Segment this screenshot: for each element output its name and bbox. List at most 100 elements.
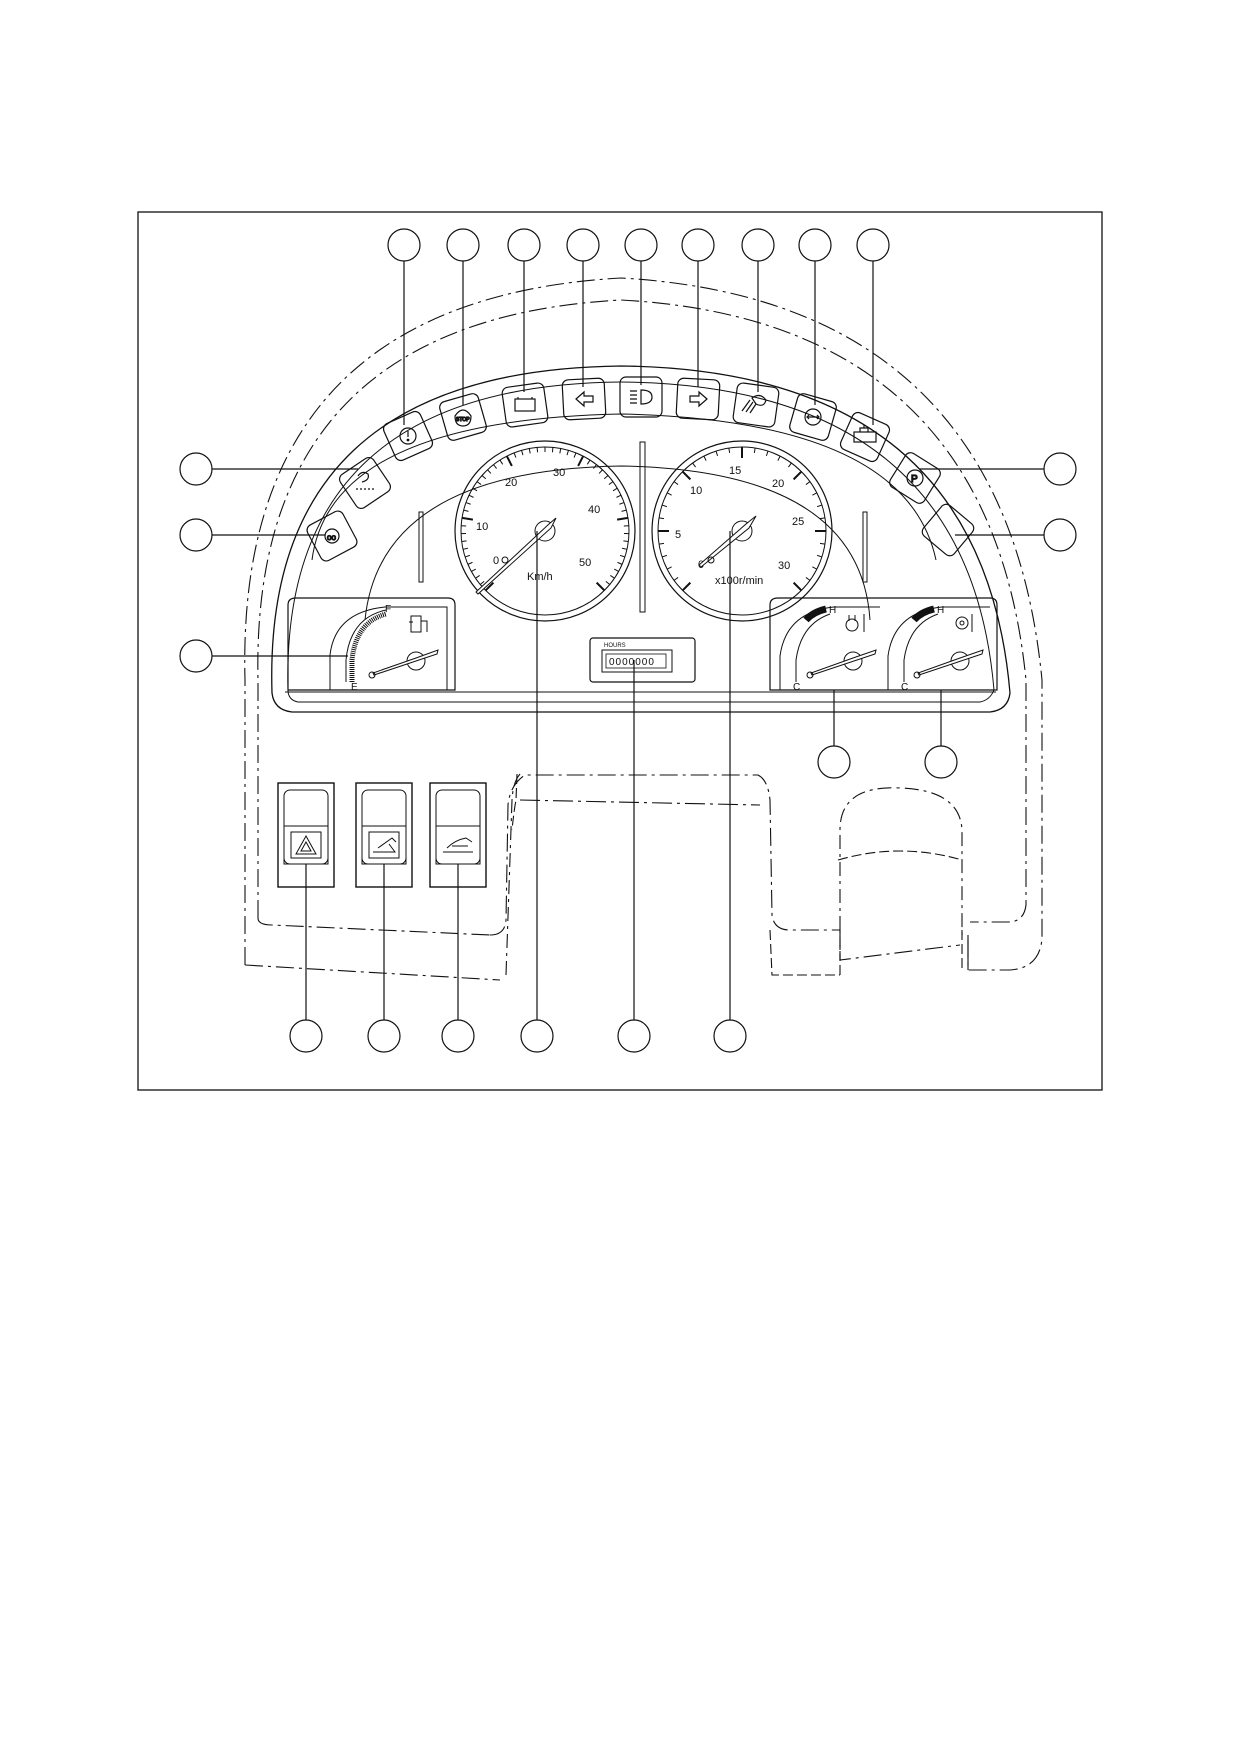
tick <box>499 459 504 465</box>
dividers <box>418 441 868 613</box>
tick <box>715 450 719 457</box>
parking-brake-lamp: P <box>889 452 941 504</box>
tick <box>619 554 626 558</box>
tick <box>681 581 692 592</box>
tick <box>616 494 622 498</box>
warning-icon <box>399 427 417 445</box>
fuel-full-mark: F <box>385 604 391 615</box>
tick <box>484 581 495 592</box>
tick <box>472 487 478 492</box>
front-work-lamp-icon <box>368 831 400 859</box>
speedo-needle <box>475 517 557 595</box>
tick <box>666 492 672 496</box>
tick <box>528 448 531 454</box>
tick <box>681 470 692 481</box>
tick <box>481 475 487 480</box>
tick <box>692 462 696 468</box>
tacho-needle <box>698 515 757 568</box>
coolant-cold-mark: C <box>793 682 800 693</box>
tick <box>479 580 485 585</box>
tick <box>788 462 792 468</box>
tacho-label-30: 30 <box>778 560 790 572</box>
tick <box>792 470 803 481</box>
tick <box>805 577 811 581</box>
tick <box>467 561 473 565</box>
tick <box>812 492 818 496</box>
tick <box>621 547 628 550</box>
blank-lamp-tile <box>921 503 975 557</box>
tick <box>612 487 618 492</box>
high-beam-icon <box>630 389 653 405</box>
svg-text:oo: oo <box>327 533 336 542</box>
tick <box>666 566 672 570</box>
tick <box>521 450 524 456</box>
coolant-gauge: H C <box>769 597 998 693</box>
lamp-warning <box>382 410 434 462</box>
tachometer: 0 5 10 15 20 25 30 x100r/min <box>651 440 833 622</box>
coolant-hot-mark: H <box>829 605 836 616</box>
lamp-battery <box>501 382 549 428</box>
preheat-icon: oo <box>324 528 340 544</box>
transmission-oil-icon <box>955 614 973 632</box>
tick <box>605 580 611 585</box>
tick <box>493 464 497 469</box>
tachometer-ticks <box>658 447 826 592</box>
tick <box>753 447 756 454</box>
tacho-label-5: 5 <box>675 529 681 541</box>
tick <box>819 542 826 545</box>
rear-work-lamp-icon <box>443 837 473 853</box>
lamp-engine-stop: STOP <box>439 393 487 441</box>
tick <box>586 459 591 465</box>
engine-check-icon <box>853 425 877 443</box>
battery-icon <box>514 397 536 412</box>
warning-lamps: oo STOP P <box>306 376 975 562</box>
svg-text:STOP: STOP <box>456 417 470 423</box>
tick <box>658 517 665 520</box>
tick <box>613 568 619 572</box>
tick <box>573 452 577 458</box>
tick <box>816 554 823 558</box>
callouts <box>179 228 1077 1053</box>
tick <box>577 455 585 467</box>
tick <box>513 452 517 458</box>
lamp-brake-fault <box>789 393 837 441</box>
tick <box>461 516 474 521</box>
tick <box>816 504 823 508</box>
speedo-label-40: 40 <box>588 504 600 516</box>
tick <box>673 481 679 485</box>
tick <box>765 450 769 457</box>
speedo-label-0: 0 <box>493 555 499 567</box>
tick <box>476 481 482 485</box>
speedo-label-10: 10 <box>476 521 488 533</box>
housing-outline <box>244 277 1043 981</box>
tick <box>805 481 811 485</box>
tick <box>812 566 818 570</box>
tacho-label-25: 25 <box>792 516 804 528</box>
speedo-unit: Km/h <box>527 571 553 583</box>
tick <box>617 561 623 565</box>
tick <box>621 509 627 512</box>
transmission-oil-gauge: H C <box>887 605 990 693</box>
tick <box>616 516 629 521</box>
coolant-icon <box>845 614 865 632</box>
hour-meter-label: HOURS <box>604 643 626 649</box>
tacho-label-10: 10 <box>690 485 702 497</box>
brake-fault-icon <box>804 408 822 426</box>
speedo-label-30: 30 <box>553 467 565 479</box>
figure-frame <box>137 211 1103 1091</box>
trans-hot-mark: H <box>937 605 944 616</box>
turn-left-icon <box>575 390 594 408</box>
tick <box>661 554 668 558</box>
fuel-gauge: F E <box>287 597 456 693</box>
tick <box>777 455 781 461</box>
tick <box>703 455 707 461</box>
tick <box>593 464 597 469</box>
tick <box>461 540 467 543</box>
tick <box>603 475 609 480</box>
tick <box>566 450 569 456</box>
speedometer-ticks <box>461 447 629 592</box>
preheat-lamp: oo <box>306 510 358 562</box>
tick <box>468 494 474 498</box>
engine-stop-icon: STOP <box>454 409 472 427</box>
hour-meter-digits: 0000000 <box>609 657 655 668</box>
